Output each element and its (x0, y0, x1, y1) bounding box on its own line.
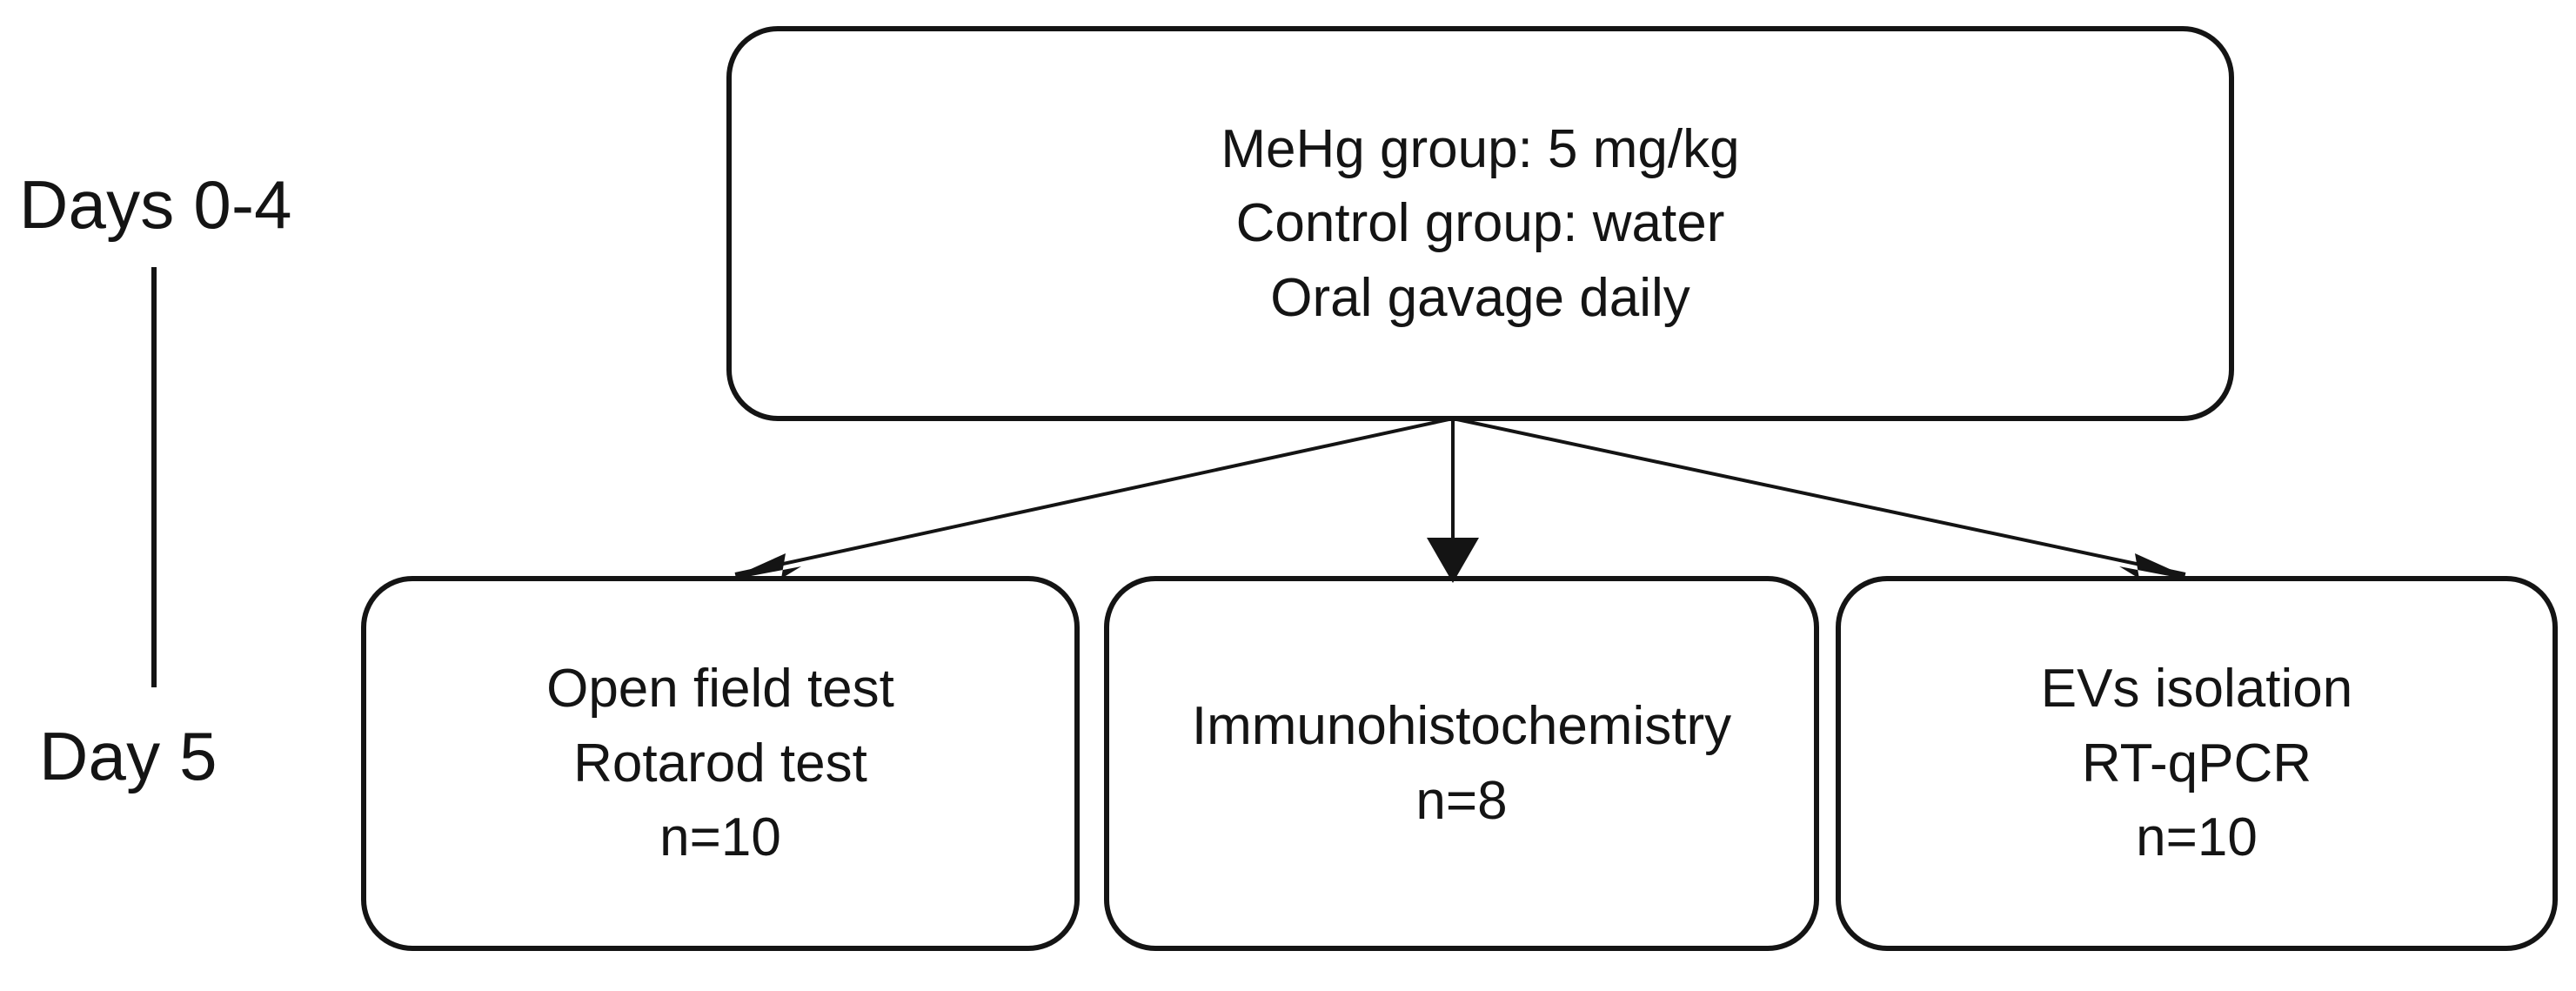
treatment-box-line-1: MeHg group: 5 mg/kg (1221, 118, 1740, 179)
treatment-box-line-3: Oral gavage daily (1270, 267, 1690, 328)
connector-to-behavioral (734, 417, 1454, 576)
outcome-box-molecular-shape (1836, 576, 2558, 951)
timeline-label-bottom: Day 5 (39, 718, 217, 794)
arrowhead-behavioral-icon (724, 553, 801, 581)
outcome-histology-line-2: n=8 (1415, 770, 1508, 831)
treatment-box[interactable]: MeHg group: 5 mg/kg Control group: water… (729, 29, 2231, 418)
connector-to-molecular (1452, 417, 2186, 576)
outcome-box-behavioral[interactable]: Open field test Rotarod test n=10 (364, 579, 1077, 948)
arrowhead-molecular-icon (2119, 553, 2197, 581)
outcome-behavioral-line-3: n=10 (659, 807, 781, 868)
arrowhead-histology-icon (1427, 538, 1479, 583)
outcome-box-histology[interactable]: Immunohistochemistry n=8 (1107, 579, 1817, 948)
outcome-box-histology-shape (1104, 576, 1819, 951)
treatment-box-shape (726, 26, 2234, 421)
outcome-behavioral-line-2: Rotarod test (573, 733, 867, 793)
outcome-molecular-line-3: n=10 (2136, 807, 2258, 868)
outcome-histology-line-1: Immunohistochemistry (1191, 695, 1732, 756)
outcome-behavioral-line-1: Open field test (546, 659, 894, 720)
treatment-box-line-2: Control group: water (1235, 193, 1725, 254)
timeline-label-top: Days 0-4 (19, 166, 292, 243)
outcome-box-molecular[interactable]: EVs isolation RT-qPCR n=10 (1838, 579, 2555, 948)
outcome-molecular-line-1: EVs isolation (2040, 659, 2353, 720)
outcome-box-behavioral-shape (361, 576, 1080, 951)
outcome-molecular-line-2: RT-qPCR (2081, 733, 2312, 793)
